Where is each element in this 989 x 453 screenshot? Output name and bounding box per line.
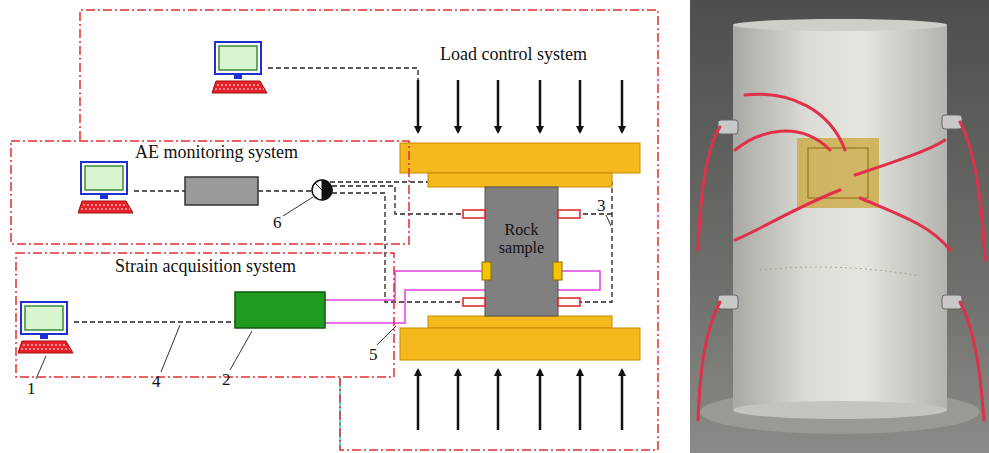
path-shape [325,271,482,300]
ellipse-shape [733,19,947,31]
callout-number: 2 [222,371,231,390]
dash-dot-border [80,10,658,450]
rect-shape [428,316,612,328]
ellipse-shape [733,401,947,419]
path-shape [860,198,950,250]
g-shape [698,94,985,420]
line-shape [621,80,624,132]
platens [400,143,640,360]
line-shape [457,80,460,132]
line-shape [417,370,420,430]
line-shape [606,215,611,226]
path-shape [855,140,945,175]
computer-icon [78,162,133,213]
line-shape [539,80,542,132]
system-region: Load control systemRock sample [80,10,658,450]
callout-number: 1 [27,380,36,399]
rect-shape [553,262,562,280]
dash-dot-border [11,141,409,244]
line-shape [417,80,420,132]
path-shape [332,186,463,214]
line-shape [457,370,460,430]
path-shape [960,302,984,420]
system-title: Strain acquisition system [115,256,296,278]
callout-number: 5 [369,346,378,365]
ae-host [185,177,258,205]
line-shape [161,325,180,372]
path-shape [580,213,612,214]
path-shape [735,131,830,150]
callout-number: 3 [597,197,606,216]
strain-gauge-box [235,292,325,328]
rect-shape [558,298,580,306]
path-shape [760,267,920,276]
rect-shape [482,262,491,280]
line-shape [621,370,624,430]
rect-shape [558,210,580,218]
rect-shape [797,138,879,208]
rect-shape [400,143,640,173]
leader-lines [36,197,611,379]
line-shape [497,80,500,132]
dash-dot-border [16,253,394,377]
line-shape [497,370,500,430]
line-shape [539,370,542,430]
rect-shape [428,173,612,187]
callout-number: 4 [152,373,161,392]
rect-shape [463,298,485,306]
rect-shape [690,0,989,453]
line-shape [377,326,396,345]
line-shape [579,370,582,430]
rock-body [485,187,558,316]
line-shape [36,356,46,379]
region-outline [80,10,658,450]
rock-sample: Rock sample [485,187,558,316]
path-shape [698,302,720,420]
rect-shape [400,328,640,360]
preamplifier-mark [315,180,332,200]
rect-shape [463,210,485,218]
photo [690,0,989,453]
system-region: AE monitoring system [10,140,410,245]
data-cable [74,321,235,322]
path-shape [258,190,312,191]
system-region: Strain acquisition system [15,252,395,378]
callout-number: 6 [273,214,282,233]
strain-gauges [482,262,562,280]
control-cable [268,68,418,80]
load-arrows [418,80,622,430]
computer-icon [212,42,267,93]
path-shape [960,122,985,260]
path-shape [134,190,185,191]
system-title: AE monitoring system [135,142,298,164]
preamplifier [312,180,332,200]
line-shape [230,331,252,370]
line-shape [579,80,582,132]
path-shape [745,94,845,150]
line-shape [283,197,313,216]
system-title: Load control system [440,44,587,66]
path-shape [330,182,612,302]
ae-sensors [463,210,580,306]
path-shape [332,193,463,302]
path-shape [698,127,720,250]
computer-icon [18,302,73,353]
sample-label: Rock sample [487,221,556,258]
path-shape [735,190,840,240]
rect-shape [733,25,947,410]
